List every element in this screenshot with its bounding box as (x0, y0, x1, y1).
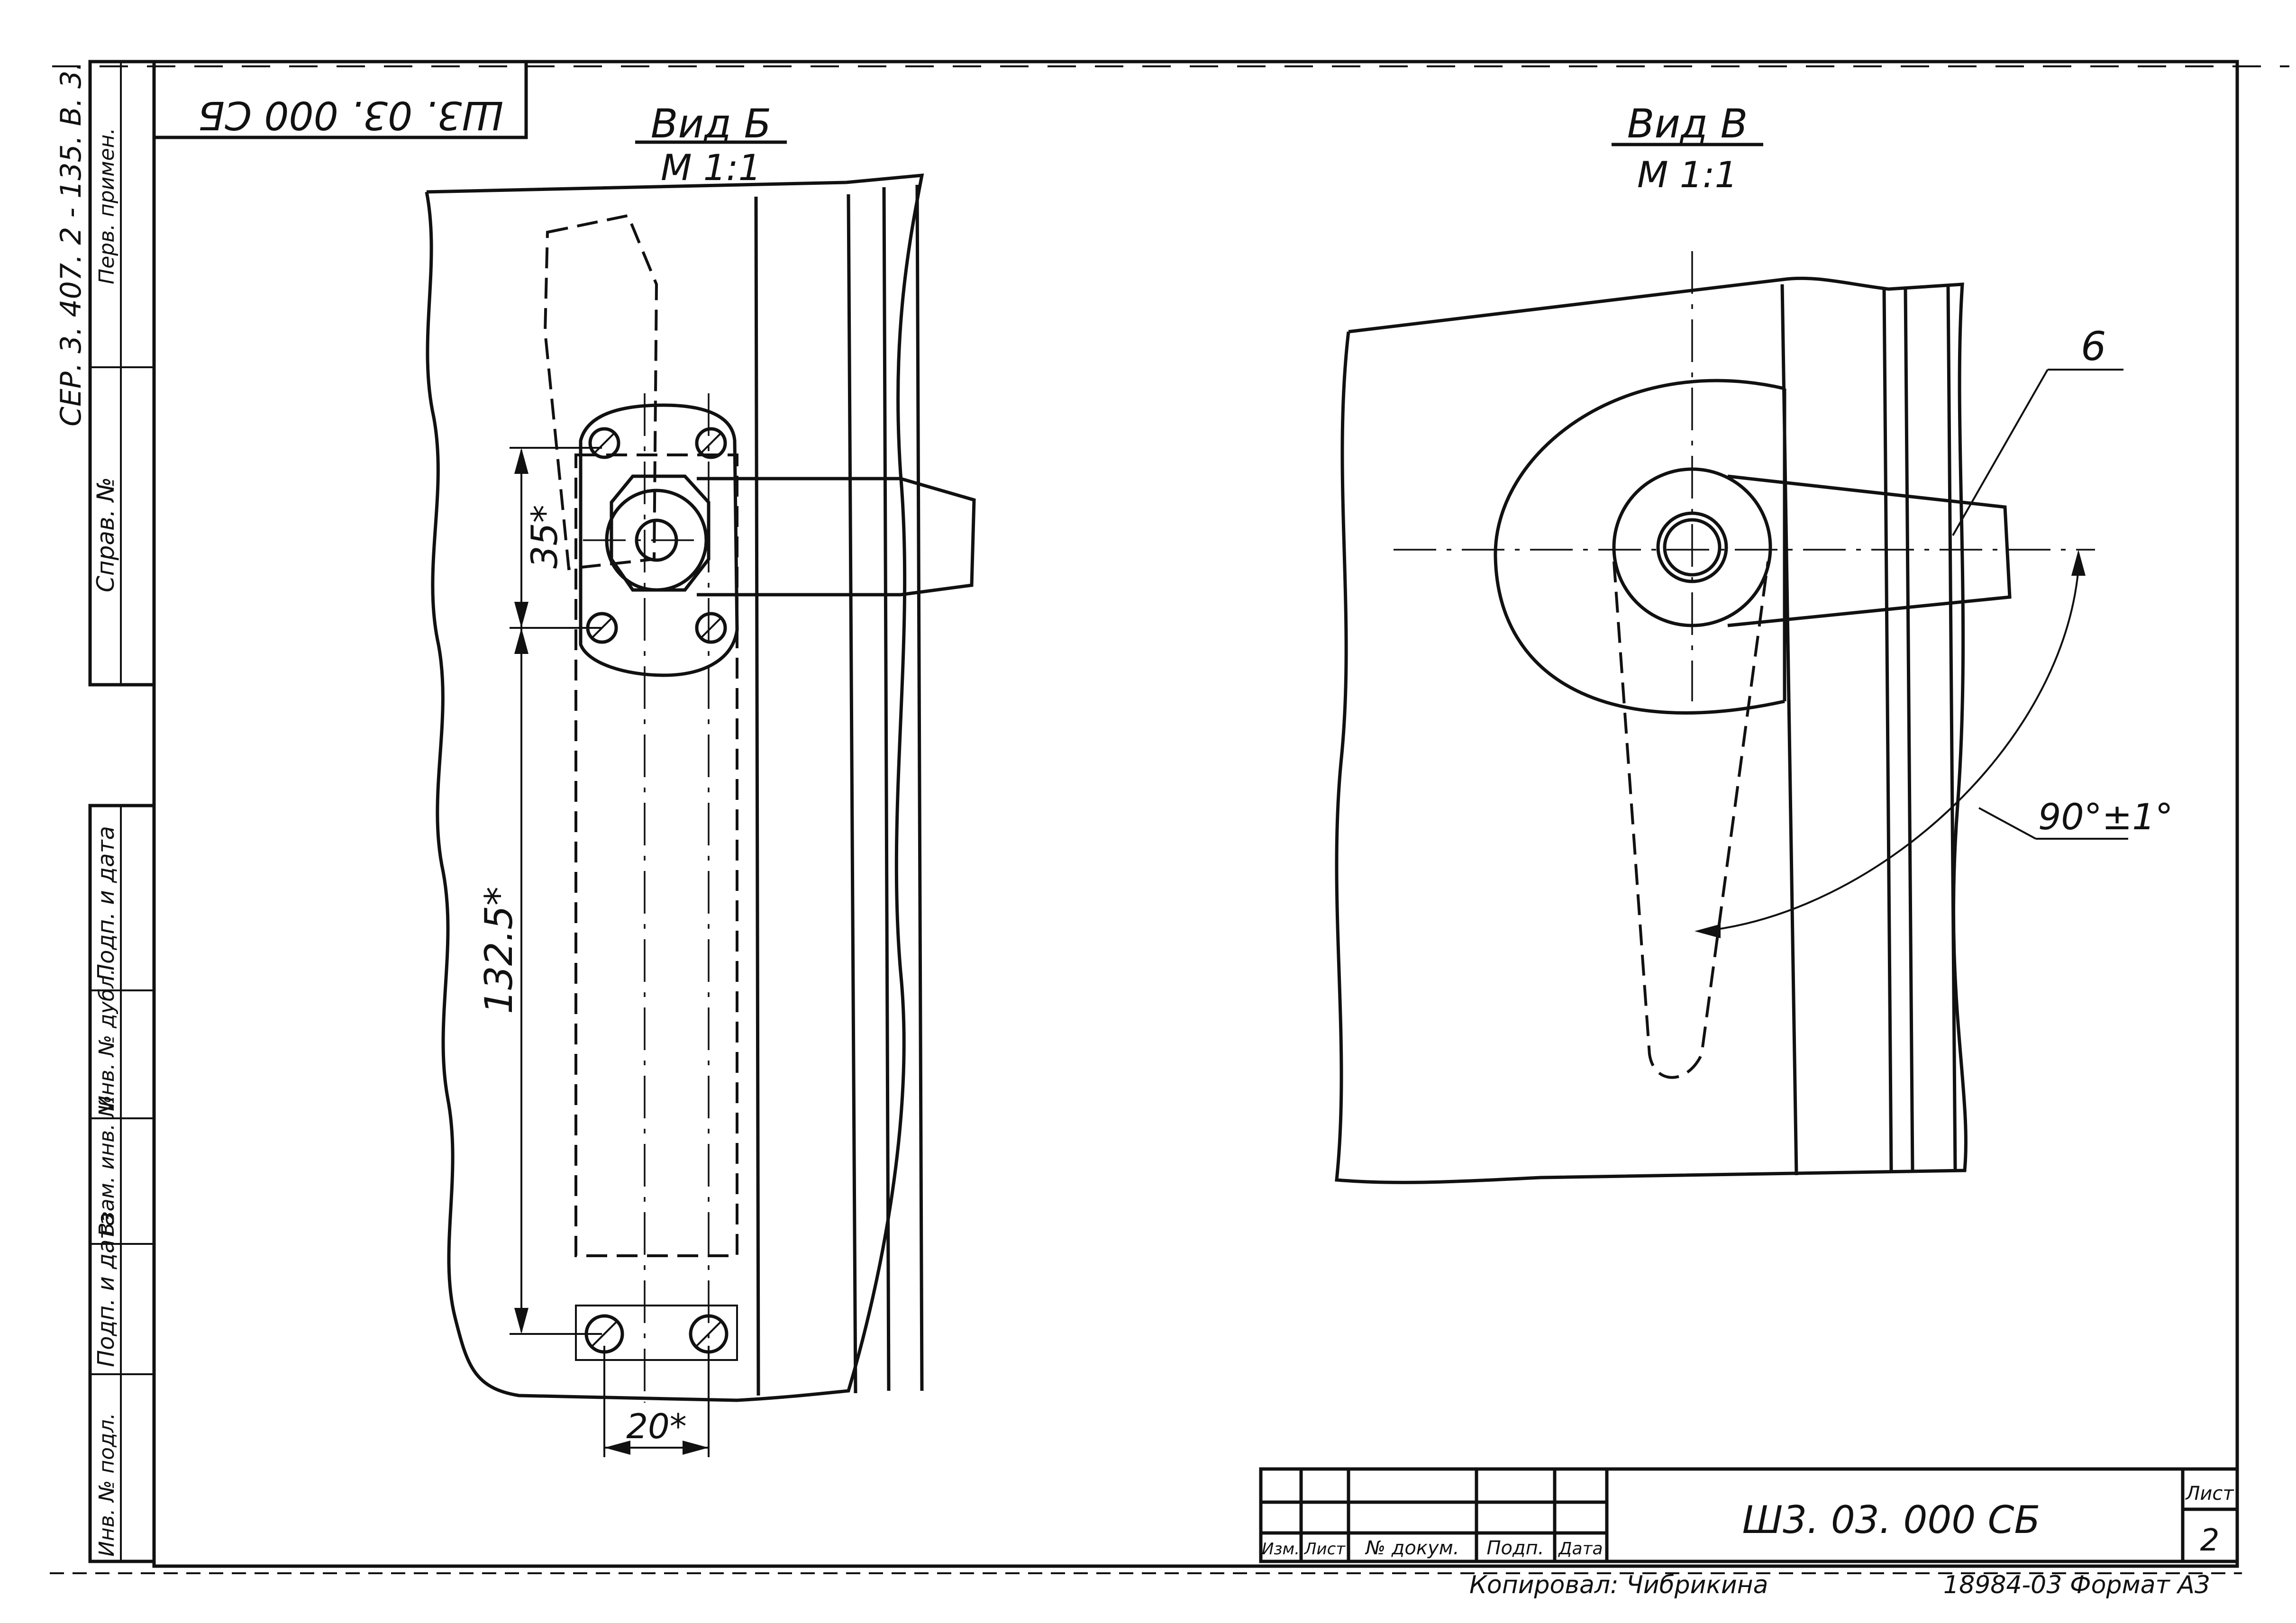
margin-cell-5: Инв. № подл. (95, 1413, 119, 1557)
top-stamp-text: Ш3. 03. 000 СБ (198, 92, 504, 137)
view-v: Вид В М 1:1 90°±1° 6 (1335, 100, 2173, 1184)
view-v-scale: М 1:1 (1637, 154, 1738, 196)
angle-label: 90°±1° (2038, 796, 2173, 838)
view-b-bolt (588, 427, 620, 459)
top-stamp-box: Ш3. 03. 000 СБ (154, 62, 528, 139)
margin-cell-4: Подп. и дата (93, 1212, 119, 1367)
left-margin-strip: СЕР. 3. 407. 2 - 135. В. 3. Перв. примен… (55, 60, 156, 1563)
margin-first-use: Перв. примен. (95, 128, 119, 284)
margin-ref-no: Справ. № (92, 477, 119, 592)
tb-header-sign: Подп. (1486, 1537, 1544, 1559)
margin-cell-1: Подп. и дата (93, 826, 119, 981)
dim-20: 20* (626, 1406, 687, 1446)
view-b-title: Вид Б (651, 100, 772, 147)
view-b-bolt (695, 427, 727, 459)
tb-header-doc: № докум. (1365, 1537, 1459, 1559)
bottom-right-note: 18984-03 Формат А3 (1943, 1571, 2210, 1599)
margin-series: СЕР. 3. 407. 2 - 135. В. 3. (55, 62, 88, 426)
view-v-panel-outline (1335, 276, 1968, 1184)
margin-cell-2: Инв. № дубл. (95, 969, 119, 1111)
view-b-panel-outline (425, 173, 924, 1402)
view-b-bolt (695, 612, 727, 644)
tb-header-date: Дата (1558, 1539, 1603, 1559)
tb-header-izm: Изм. (1262, 1540, 1300, 1559)
view-v-title: Вид В (1627, 100, 1748, 147)
title-block: Изм. Лист № докум. Подп. Дата Ш3. 03. 00… (1259, 1467, 2239, 1563)
view-b-scale: М 1:1 (661, 146, 761, 189)
tb-sheet-number: 2 (2200, 1523, 2220, 1558)
tb-sheet-label: Лист (2185, 1483, 2234, 1505)
margin-cell-3: Взам. инв. № (95, 1095, 119, 1237)
dim-132-5: 132.5* (477, 887, 521, 1014)
dim-35: 35* (523, 505, 565, 569)
view-b: Вид Б М 1:1 (425, 100, 976, 1457)
tb-header-list: Лист (1303, 1540, 1346, 1559)
tb-designation: Ш3. 03. 000 СБ (1742, 1498, 2041, 1542)
copied-by: Копировал: Чибрикина (1469, 1571, 1768, 1599)
leader-label-6: 6 (2081, 323, 2106, 370)
